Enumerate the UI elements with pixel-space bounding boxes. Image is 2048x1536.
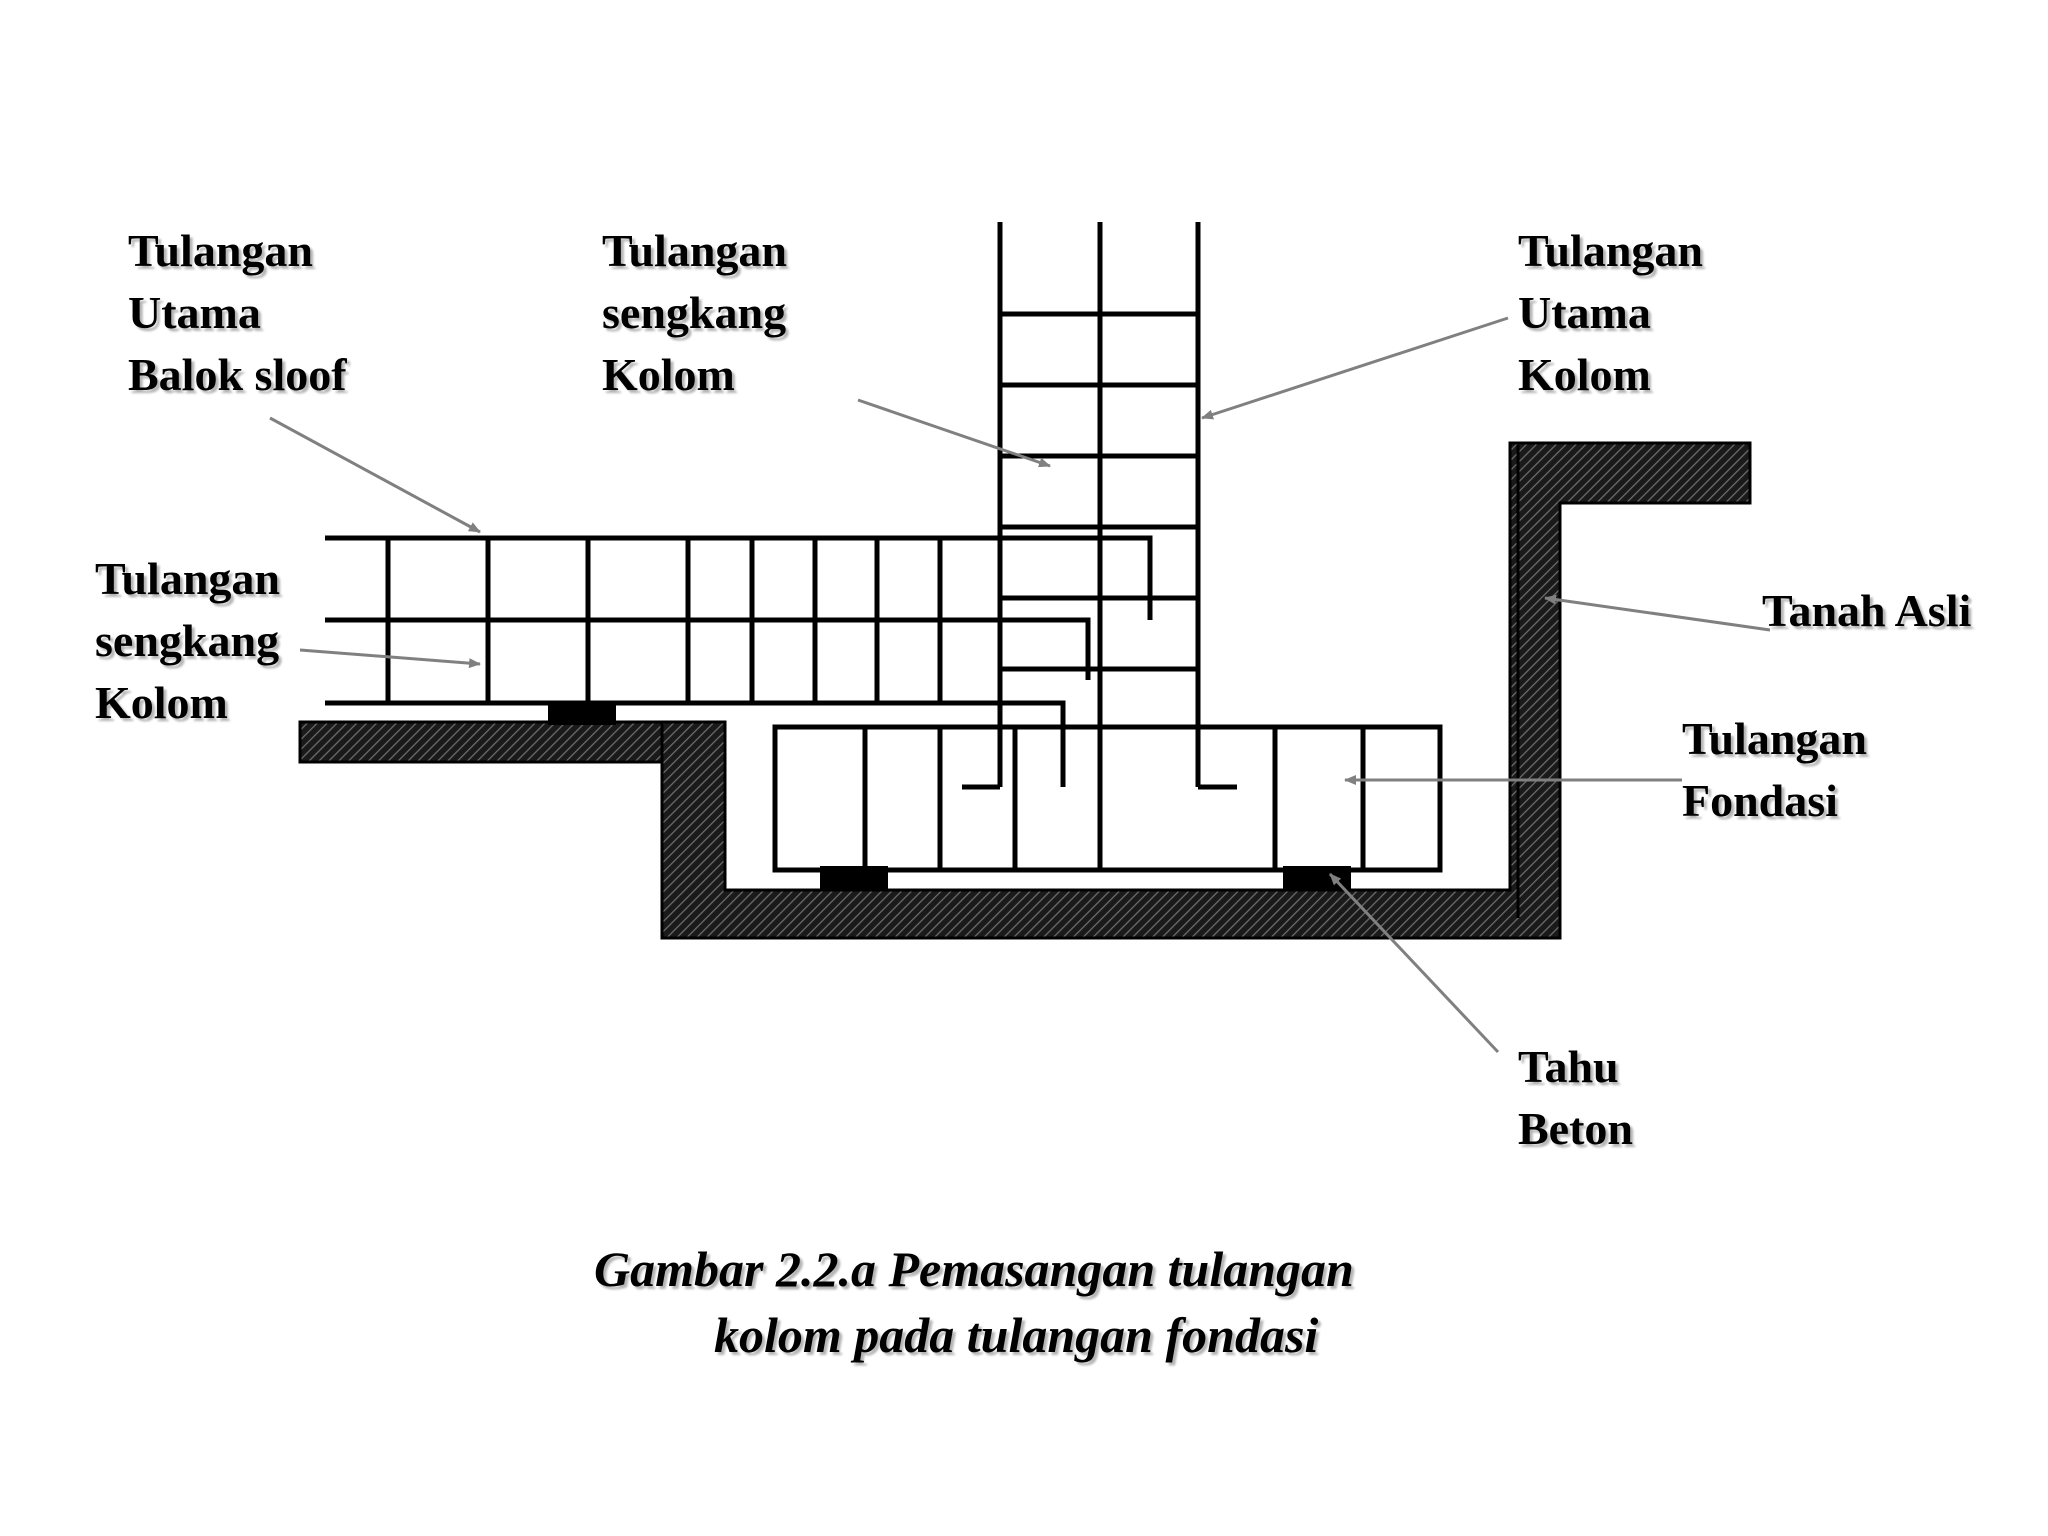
sloof-main-bar — [325, 617, 1091, 680]
column-rebar — [962, 222, 1237, 870]
label-column-stirrup-left: Tulangan sengkang Kolom — [95, 548, 280, 734]
label-line: Utama — [1518, 287, 1651, 338]
label-column-main-rebar: Tulangan Utama Kolom — [1518, 220, 1703, 406]
leader-concrete-block — [1328, 872, 1500, 1054]
spacer-block — [548, 703, 616, 725]
figure-caption: Gambar 2.2.a Pemasangan tulangan kolom p… — [594, 1236, 1354, 1368]
caption-line-2: kolom pada tulangan fondasi — [714, 1307, 1319, 1363]
label-line: Kolom — [602, 349, 735, 400]
leader-sloof-stirrup — [299, 648, 481, 669]
sloof-main-bar — [325, 535, 1153, 620]
label-line: Tulangan — [602, 225, 787, 276]
label-line: Fondasi — [1682, 775, 1838, 826]
label-line: Tulangan — [1682, 713, 1867, 764]
hatched-concrete — [298, 441, 1752, 940]
leader-lines — [269, 316, 1771, 1054]
foundation-cage — [772, 724, 1443, 873]
label-line: Kolom — [95, 677, 228, 728]
label-line: Tahu — [1518, 1041, 1619, 1092]
sloof-rebar — [325, 535, 1153, 787]
label-line: Tulangan — [128, 225, 313, 276]
sloof-base-slab — [298, 720, 664, 764]
leader-native-soil — [1544, 594, 1771, 632]
label-line: sengkang — [602, 287, 787, 338]
caption-line-1: Gambar 2.2.a Pemasangan tulangan — [594, 1241, 1354, 1297]
label-foundation-rebar: Tulangan Fondasi — [1682, 708, 1867, 832]
label-line: Tanah Asli — [1762, 585, 1972, 636]
sloof-main-bar — [325, 700, 1066, 787]
leader-column-stirrup — [857, 398, 1051, 468]
label-column-stirrup-top: Tulangan sengkang Kolom — [602, 220, 787, 406]
label-line: Tulangan — [95, 553, 280, 604]
foundation-rebar — [772, 724, 1443, 873]
label-line: Balok sloof — [128, 349, 347, 400]
label-native-soil: Tanah Asli — [1762, 580, 1971, 642]
leader-column-main — [1201, 316, 1509, 420]
label-line: Utama — [128, 287, 261, 338]
leader-sloof-main — [269, 416, 481, 534]
label-line: Beton — [1518, 1103, 1633, 1154]
label-line: Tulangan — [1518, 225, 1703, 276]
label-sloof-main-rebar: Tulangan Utama Balok sloof — [128, 220, 347, 406]
label-concrete-block: Tahu Beton — [1518, 1036, 1633, 1160]
label-line: sengkang — [95, 615, 280, 666]
label-line: Kolom — [1518, 349, 1651, 400]
pit-outline — [660, 441, 1752, 940]
